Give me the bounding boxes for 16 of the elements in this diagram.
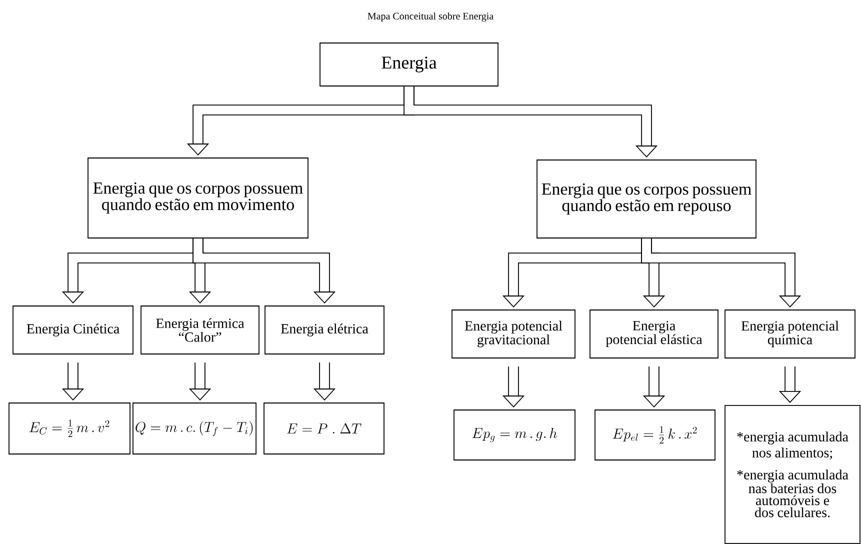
formula-box: $Q = m\,.\,c.\,(T_{f} - T_{i})$ xyxy=(132,402,256,454)
energy-type-box: Energia Cinética xyxy=(12,306,134,354)
energy-type-box: Energia potencial gravitacional xyxy=(452,310,576,358)
formula-box: $Ep_{g} = m\,.\,g.\,h$ xyxy=(454,410,576,460)
formula-box: $E = P\;.\;\Delta T$ xyxy=(264,402,384,454)
energy-type-box: Energia potencial elástica xyxy=(590,310,718,358)
title: Mapa Conceitual sobre Energia xyxy=(368,12,494,22)
concept-box: Energia xyxy=(320,42,498,86)
formula-box: $E_{C} = \frac{1}{2}\, m \,.\, v^{2}$ xyxy=(8,402,130,454)
energy-type-box: Energia potencial química xyxy=(724,310,856,358)
energy-type-box: Energia térmica “Calor” xyxy=(140,306,260,354)
concept-box: Energia que os corpos possuem quando estão em movimento xyxy=(88,158,308,238)
formula-box: $Ep_{el} = \frac{1}{2}\,k\,.\,x^{2}$ xyxy=(594,410,716,460)
concept-box: Energia que os corpos possuem quando estão em repouso xyxy=(536,160,756,238)
note-box: *energia acumulada nos alimentos; *energia acumulada nas baterias dos automóveis e dos celulares. xyxy=(724,405,860,544)
energy-type-box: Energia elétrica xyxy=(264,306,384,354)
